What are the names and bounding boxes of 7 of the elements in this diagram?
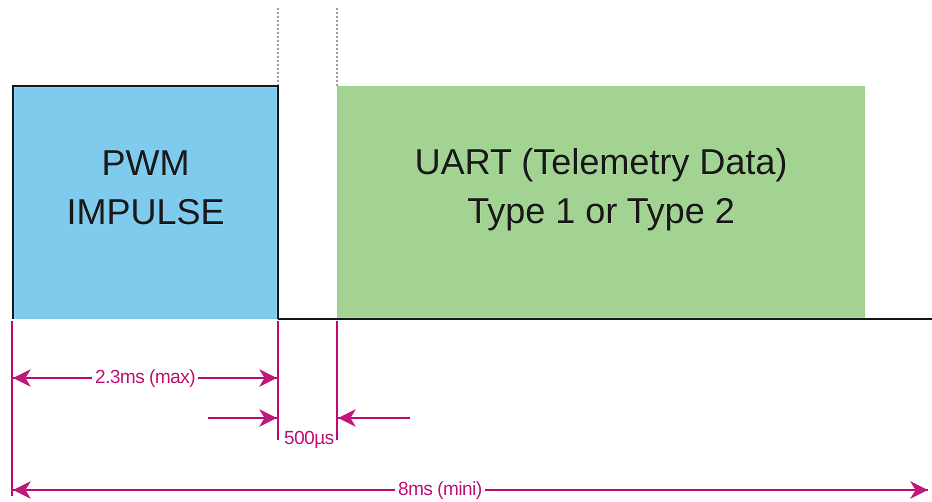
dimension-label: 8ms (mini): [395, 479, 485, 501]
block-label: UART (Telemetry Data) Type 1 or Type 2: [414, 140, 788, 233]
signal-pulse-block: [12, 85, 279, 319]
dimension-label: 500µs: [283, 428, 335, 450]
data-frame-block: [337, 86, 865, 318]
dimension-label: 2.3ms (max): [92, 367, 198, 389]
block-label: PWM IMPULSE: [65, 141, 226, 234]
